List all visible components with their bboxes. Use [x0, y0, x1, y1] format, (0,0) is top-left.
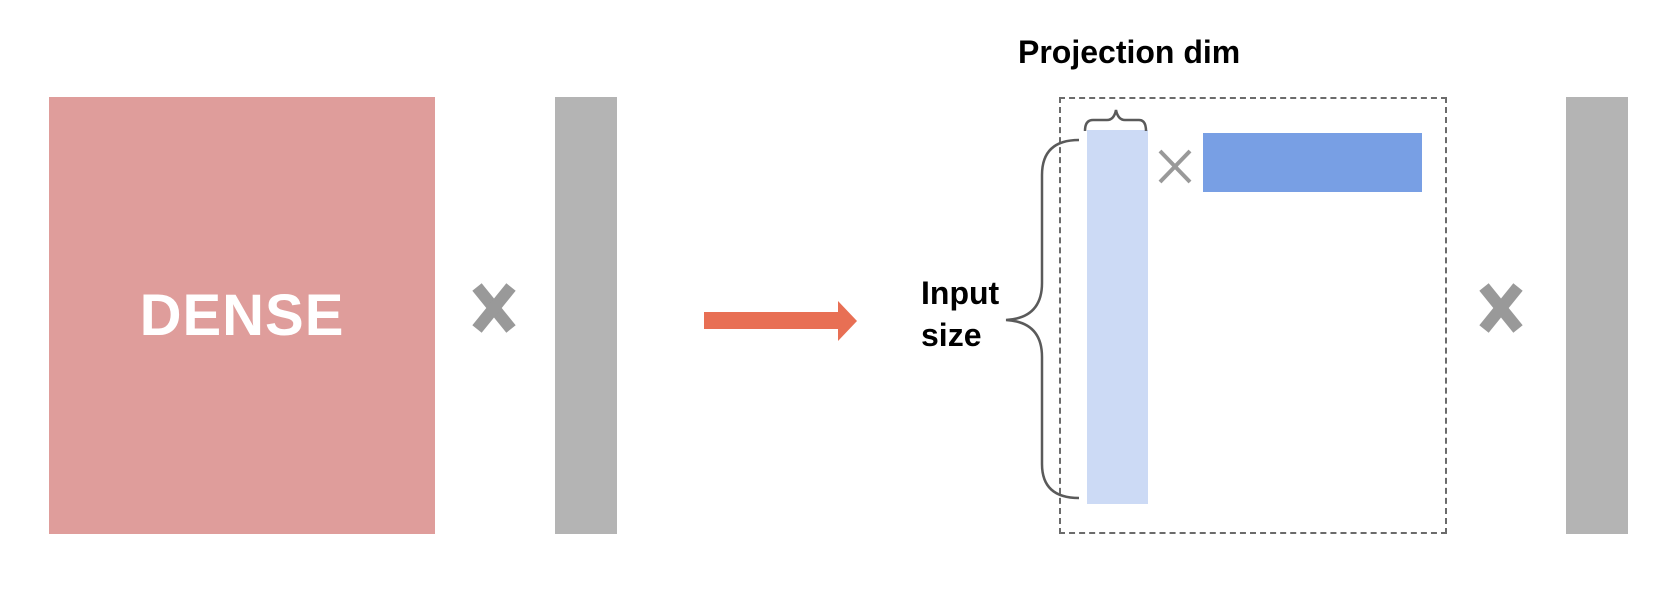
input-size-line-2: size	[921, 317, 982, 353]
projection-matrix-row	[1203, 133, 1422, 192]
multiply-icon	[1479, 283, 1523, 333]
multiply-icon	[472, 283, 516, 333]
dense-matrix: DENSE	[49, 97, 435, 534]
input-vector-right	[1566, 97, 1628, 534]
projection-dim-label: Projection dim	[1018, 34, 1241, 70]
curly-brace-icon	[1083, 109, 1148, 132]
arrow-right-icon	[704, 301, 857, 341]
curly-brace-icon	[1005, 138, 1080, 500]
input-vector-left	[555, 97, 617, 534]
low-rank-frame	[1059, 97, 1447, 534]
input-size-label: Input size	[921, 272, 999, 356]
dense-label: DENSE	[139, 283, 345, 348]
multiply-icon	[1158, 149, 1192, 184]
input-size-line-1: Input	[921, 275, 1000, 311]
projection-matrix-column	[1087, 130, 1148, 504]
